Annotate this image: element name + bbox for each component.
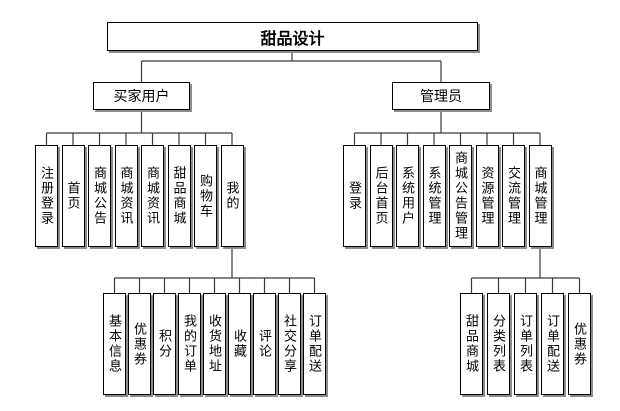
- tree-node-mall-mgmt: 商城管理: [528, 145, 552, 247]
- tree-node: 订单配送: [303, 293, 326, 395]
- branch-node-admin: 管理员: [392, 82, 490, 110]
- branch-node-buyer: 买家用户: [93, 82, 190, 110]
- tree-node: 优惠券: [128, 293, 151, 395]
- tree-node: 我的订单: [178, 293, 201, 395]
- tree-node: 收货地址: [203, 293, 226, 395]
- tree-node: 分类列表: [487, 293, 510, 395]
- tree-node: 收藏: [228, 293, 251, 395]
- admin-mall-children-group: 甜品商城 分类列表 订单列表 订单配送 优惠券: [460, 293, 591, 395]
- tree-node: 商城资讯: [141, 145, 164, 247]
- tree-node: 优惠券: [568, 293, 591, 395]
- tree-node: 基本信息: [103, 293, 126, 395]
- tree-node: 商城资讯: [114, 145, 138, 247]
- tree-node: 积分: [153, 293, 176, 395]
- tree-node: 交流管理: [502, 145, 525, 247]
- tree-node: 后台首页: [369, 145, 393, 247]
- tree-node: 商城公告: [88, 145, 111, 247]
- root-node: 甜品设计: [107, 22, 478, 51]
- tree-node: 评论: [253, 293, 276, 395]
- tree-node: 登录: [343, 145, 366, 247]
- buyer-children-group: 注册登录 首页 商城公告 商城资讯 商城资讯 甜品商城 购物车 我的: [35, 145, 244, 247]
- tree-node: 首页: [61, 145, 85, 247]
- buyer-my-children-group: 基本信息 优惠券 积分 我的订单 收货地址 收藏 评论 社交分享 订单配送: [103, 293, 326, 395]
- tree-node: 甜品商城: [167, 145, 191, 247]
- admin-children-group: 登录 后台首页 系统用户 系统管理 商城公告管理 资源管理 交流管理 商城管理: [343, 145, 552, 247]
- tree-node: 商城公告管理: [449, 145, 472, 247]
- tree-node: 购物车: [194, 145, 217, 247]
- tree-node: 社交分享: [278, 293, 301, 395]
- tree-node: 甜品商城: [460, 293, 483, 395]
- tree-node: 订单列表: [514, 293, 537, 395]
- tree-node: 订单配送: [541, 293, 564, 395]
- tree-node-my: 我的: [220, 145, 244, 247]
- tree-node: 资源管理: [475, 145, 499, 247]
- tree-node: 系统管理: [422, 145, 446, 247]
- tree-node: 系统用户: [396, 145, 419, 247]
- tree-node: 注册登录: [35, 145, 58, 247]
